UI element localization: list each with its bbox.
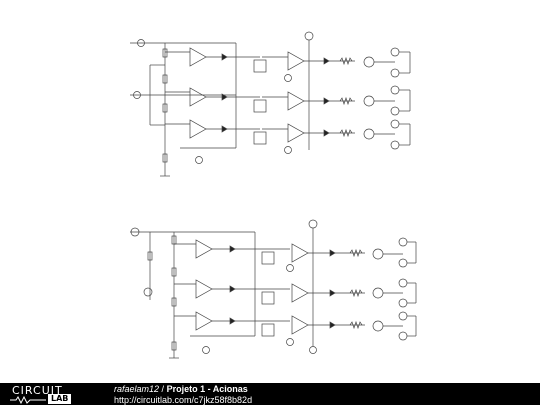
logo-text-top: CIRCUIT (12, 384, 63, 397)
circuit-title: rafaelam12 / Projeto 1 - Acionas (114, 384, 248, 394)
logo-text-lab: LAB (48, 394, 72, 404)
circuitlab-logo[interactable]: CIRCUIT LAB (8, 384, 94, 405)
author-link[interactable]: rafaelam12 (114, 384, 160, 394)
footer-bar: CIRCUIT LAB rafaelam12 / Projeto 1 - Aci… (0, 383, 540, 405)
title-separator: / (161, 384, 165, 394)
project-name[interactable]: Projeto 1 - Acionas (166, 384, 248, 394)
top-opamp-1 (189, 47, 207, 67)
top-opamp-2 (189, 87, 207, 107)
circuit-url[interactable]: http://circuitlab.com/c7jkz58f8b82d (114, 395, 253, 405)
waveform-icon (10, 396, 46, 404)
schematic-canvas[interactable] (0, 0, 540, 383)
top-opamp-3 (189, 119, 207, 139)
